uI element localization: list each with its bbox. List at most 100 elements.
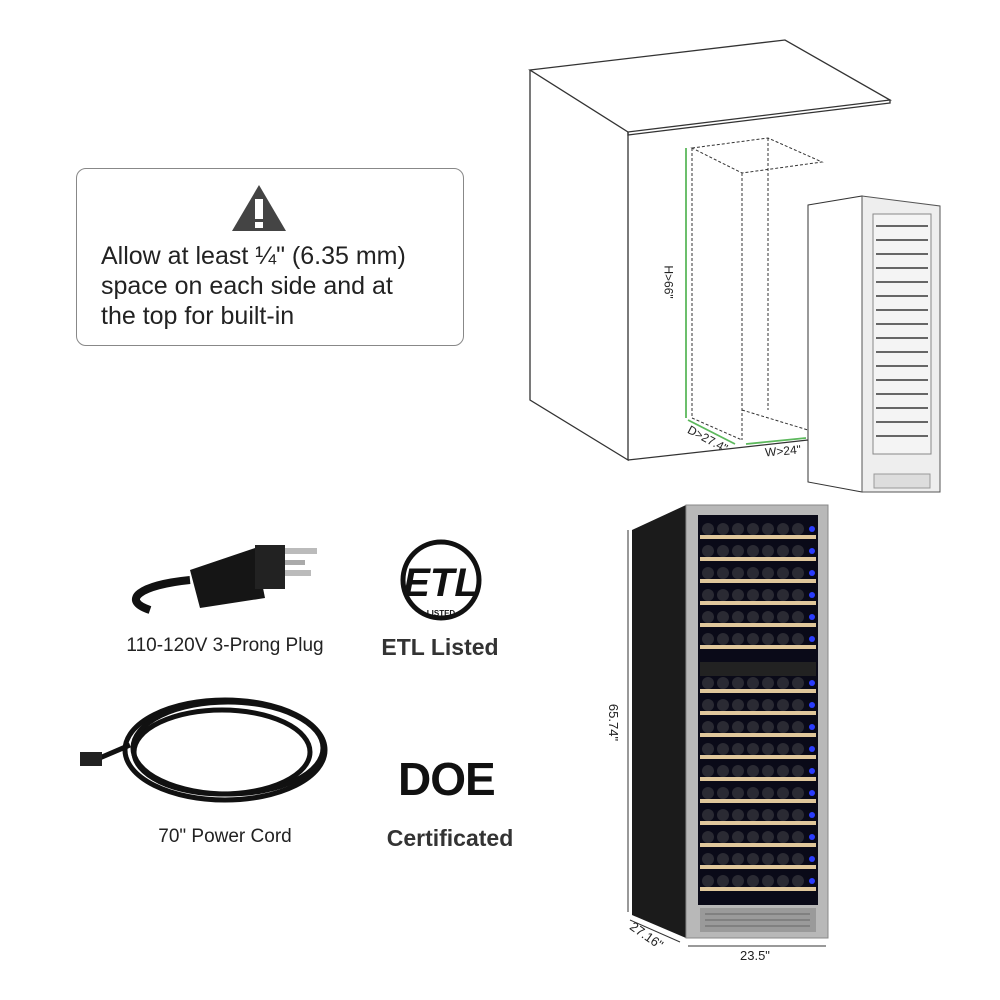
plug-illustration [132, 545, 317, 614]
wine-bottle [792, 567, 804, 579]
svg-text:ETL: ETL [403, 561, 479, 605]
wine-bottle [792, 765, 804, 777]
wine-bottle [777, 853, 789, 865]
wine-bottle [792, 743, 804, 755]
wine-bottle [717, 875, 729, 887]
wine-bottle [777, 721, 789, 733]
wine-bottle [717, 545, 729, 557]
wine-bottle [717, 853, 729, 865]
wooden-shelf [700, 733, 816, 737]
wine-bottle [732, 809, 744, 821]
wooden-shelf [700, 535, 816, 539]
wine-bottle [777, 875, 789, 887]
notice-line: the top for built-in [101, 302, 295, 330]
wooden-shelf [700, 777, 816, 781]
wine-bottle [732, 633, 744, 645]
fridge-height-label: 65.74" [606, 703, 622, 742]
led-light [809, 724, 815, 730]
wine-bottle [717, 787, 729, 799]
wine-bottle [732, 721, 744, 733]
wine-bottle [792, 809, 804, 821]
wine-bottle [732, 787, 744, 799]
wine-bottle [777, 677, 789, 689]
wine-bottle [747, 633, 759, 645]
wine-bottle [747, 831, 759, 843]
power-cord-illustration [80, 697, 328, 803]
wine-bottle [717, 721, 729, 733]
wine-bottle [792, 633, 804, 645]
wine-bottle [702, 677, 714, 689]
power-cord-label: 70" Power Cord [158, 826, 292, 847]
wine-bottle [762, 875, 774, 887]
wine-bottle [777, 589, 789, 601]
wooden-shelf [700, 623, 816, 627]
wooden-shelf [700, 887, 816, 891]
wine-bottle [717, 567, 729, 579]
wine-bottle [792, 611, 804, 623]
wine-bottle [792, 787, 804, 799]
wine-bottle [717, 611, 729, 623]
led-light [809, 812, 815, 818]
etl-logo: ETL LISTED [400, 539, 482, 621]
wine-bottle [747, 545, 759, 557]
control-panel [700, 662, 816, 676]
wooden-shelf [700, 821, 816, 825]
wine-bottle [762, 523, 774, 535]
led-light [809, 680, 815, 686]
wine-bottle [732, 567, 744, 579]
wine-bottle [747, 875, 759, 887]
wine-bottle [762, 633, 774, 645]
wine-bottle [732, 875, 744, 887]
wine-bottle [747, 853, 759, 865]
wine-bottle [762, 611, 774, 623]
wine-bottle [762, 567, 774, 579]
wine-bottle [717, 809, 729, 821]
wine-bottle [702, 743, 714, 755]
wine-bottle [702, 831, 714, 843]
wine-bottle [702, 721, 714, 733]
wine-bottle [747, 611, 759, 623]
wine-bottle [717, 633, 729, 645]
led-light [809, 526, 815, 532]
wine-bottle [702, 545, 714, 557]
wine-bottle [702, 853, 714, 865]
wine-bottle [747, 677, 759, 689]
wine-bottle [702, 765, 714, 777]
led-light [809, 636, 815, 642]
wine-bottle [702, 809, 714, 821]
wooden-shelf [700, 579, 816, 583]
wine-bottle [792, 875, 804, 887]
wine-bottle [702, 633, 714, 645]
wine-bottle [732, 611, 744, 623]
wine-bottle [777, 809, 789, 821]
led-light [809, 746, 815, 752]
wine-bottle [762, 831, 774, 843]
wine-bottle [792, 853, 804, 865]
wine-bottle [777, 699, 789, 711]
wine-bottle [777, 611, 789, 623]
wine-bottle [732, 523, 744, 535]
wine-bottle [792, 699, 804, 711]
notice-line: space on each side and at [101, 272, 393, 300]
wine-bottle [702, 567, 714, 579]
wine-bottle [702, 875, 714, 887]
wine-bottle [732, 831, 744, 843]
wine-bottle [732, 743, 744, 755]
wine-bottle [762, 809, 774, 821]
wine-bottle [777, 567, 789, 579]
wine-bottle [702, 589, 714, 601]
doe-logo: DOE [398, 753, 496, 805]
wine-bottle [717, 589, 729, 601]
wine-bottle [717, 743, 729, 755]
led-light [809, 548, 815, 554]
wine-bottle [747, 787, 759, 799]
wine-bottle [762, 545, 774, 557]
wine-bottle [747, 721, 759, 733]
wine-bottle [792, 721, 804, 733]
wine-bottle [732, 765, 744, 777]
wine-bottle [717, 677, 729, 689]
svg-text:LISTED: LISTED [427, 609, 456, 618]
wine-bottle [762, 589, 774, 601]
wine-bottle [777, 545, 789, 557]
